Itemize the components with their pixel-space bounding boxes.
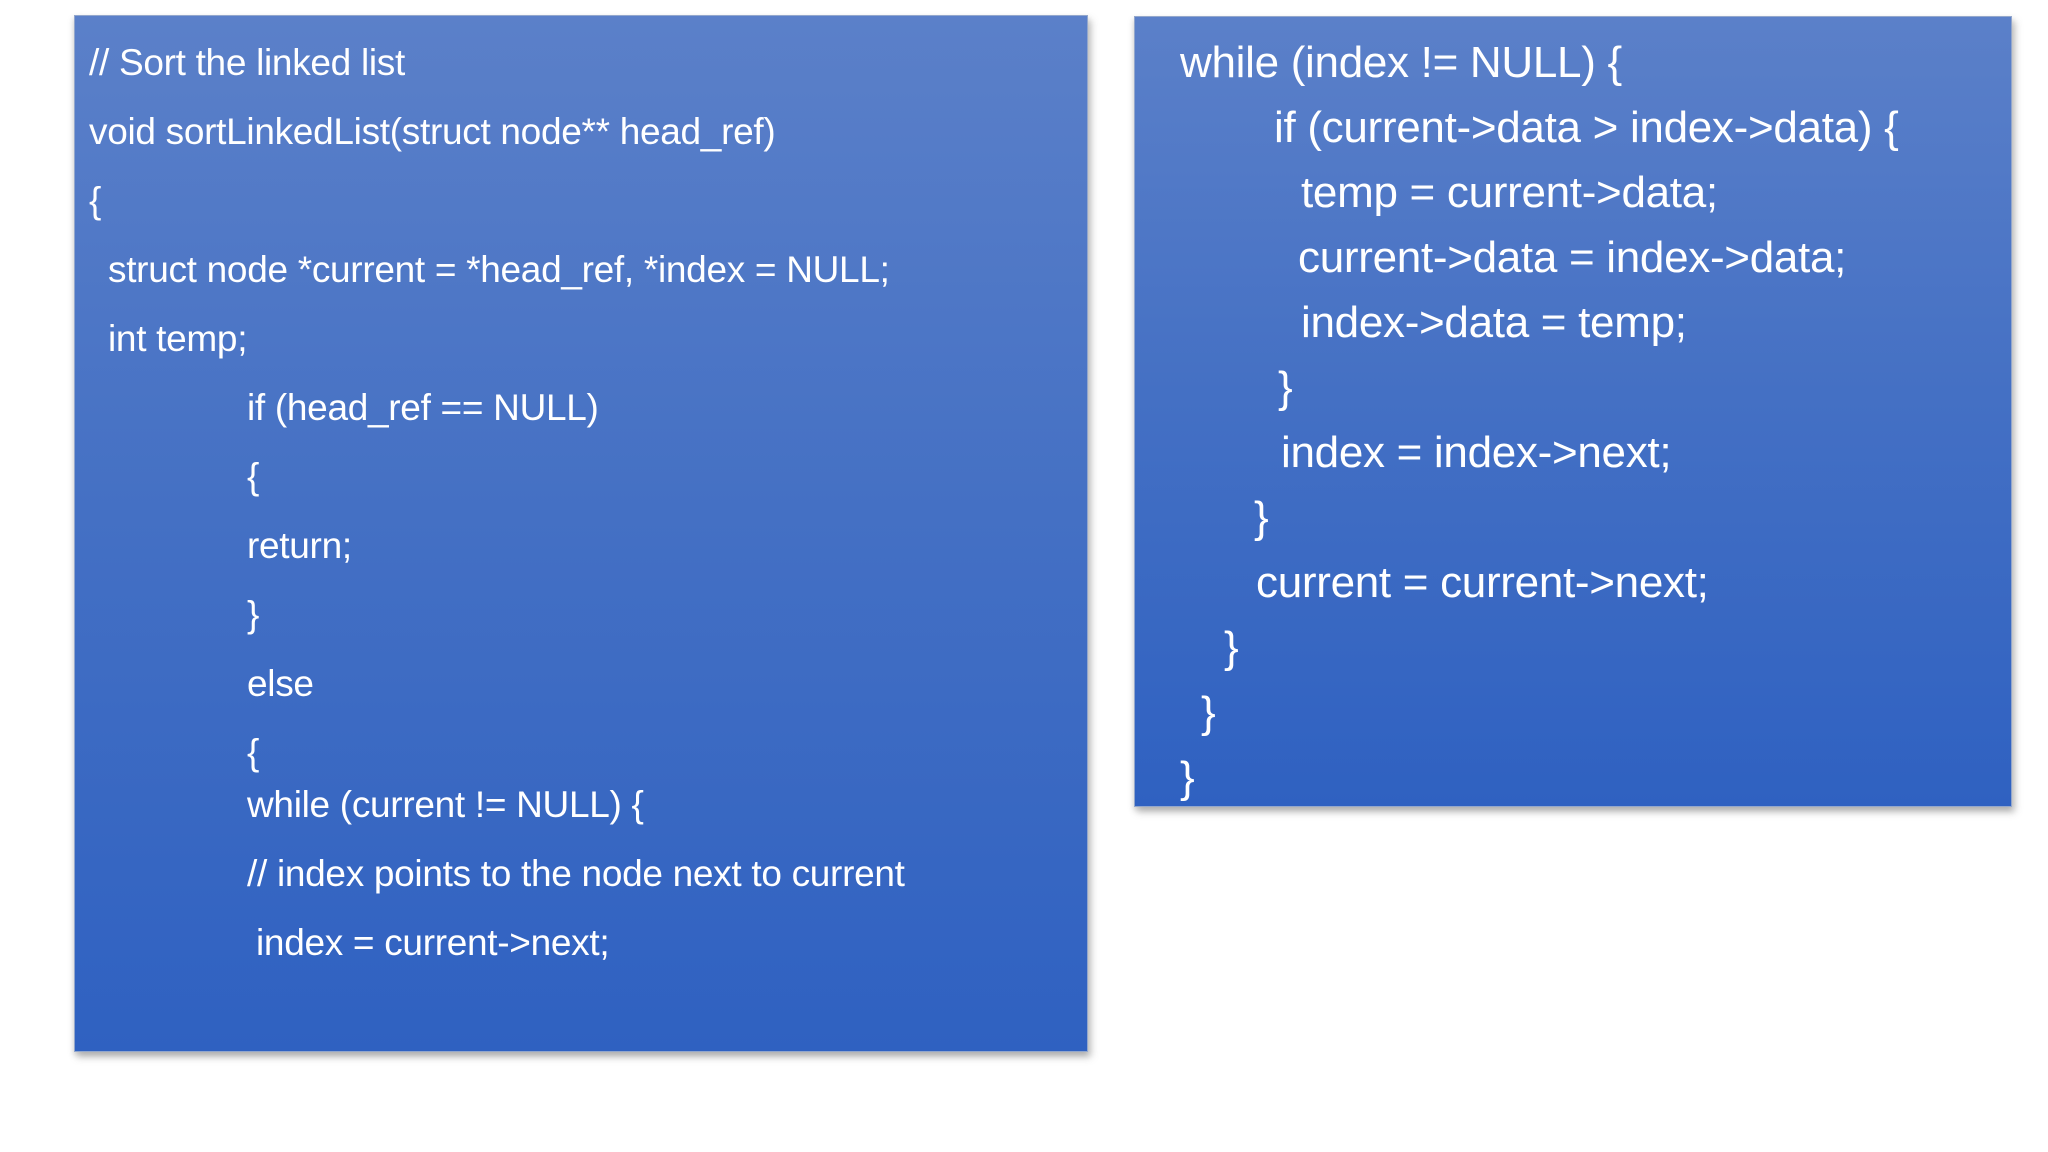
code-line: return;	[247, 525, 352, 566]
code-line: index = index->next;	[1281, 428, 1672, 477]
code-line: }	[1180, 753, 1195, 802]
code-line: index->data = temp;	[1301, 298, 1687, 347]
code-line: current->data = index->data;	[1298, 233, 1847, 282]
code-line: index = current->next;	[256, 922, 610, 963]
code-line: current = current->next;	[1256, 558, 1709, 607]
code-panel-sort-function: // Sort the linked list void sortLinkedLi…	[74, 15, 1088, 1052]
code-line: while (current != NULL) {	[247, 784, 644, 825]
code-line: // index points to the node next to curr…	[247, 853, 905, 894]
code-line: }	[1201, 688, 1216, 737]
code-line: }	[1278, 363, 1293, 412]
code-line: {	[89, 180, 102, 221]
code-line: {	[247, 732, 260, 773]
code-line: if (head_ref == NULL)	[247, 387, 599, 428]
code-line: }	[247, 594, 260, 635]
code-line: }	[1254, 493, 1269, 542]
code-line: else	[247, 663, 314, 704]
code-line: struct node *current = *head_ref, *index…	[108, 249, 890, 290]
code-line: }	[1224, 623, 1239, 672]
code-panel-inner-loop: while (index != NULL) { if (current->data…	[1134, 16, 2012, 807]
code-line: // Sort the linked list	[89, 42, 405, 83]
code-line: {	[247, 456, 260, 497]
code-line: if (current->data > index->data) {	[1274, 103, 1899, 152]
code-line: void sortLinkedList(struct node** head_r…	[89, 111, 776, 152]
code-line: while (index != NULL) {	[1180, 38, 1622, 87]
code-line: temp = current->data;	[1301, 168, 1718, 217]
code-line: int temp;	[108, 318, 248, 359]
